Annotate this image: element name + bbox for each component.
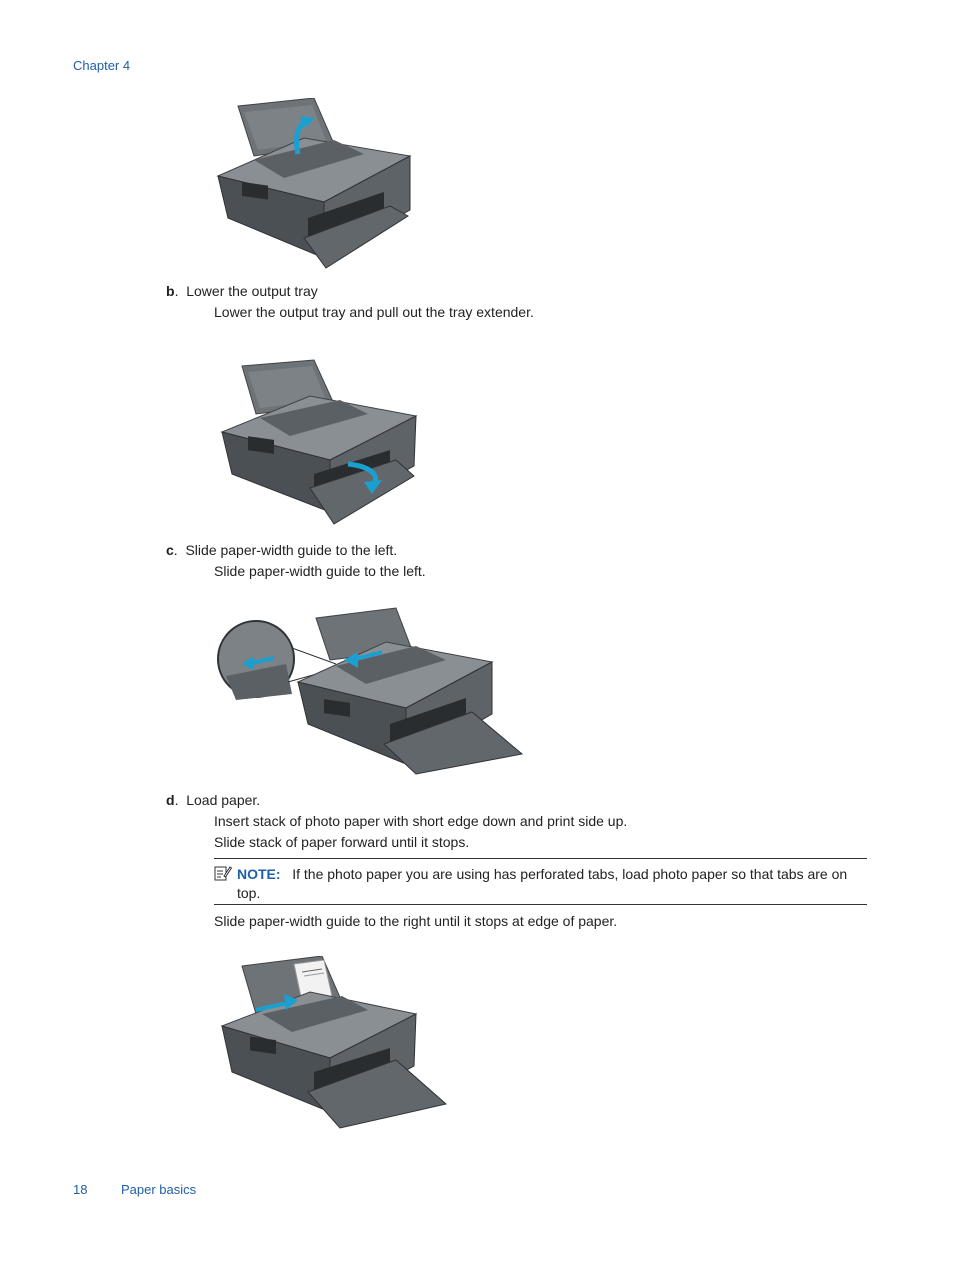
- note-text: If the photo paper you are using has per…: [237, 866, 848, 901]
- step-c: c. Slide paper-width guide to the left.: [166, 542, 398, 558]
- step-b-title: Lower the output tray: [186, 283, 318, 299]
- note-label: NOTE:: [237, 866, 281, 882]
- step-c-title: Slide paper-width guide to the left.: [185, 542, 398, 558]
- step-d-line-2: Slide stack of paper forward until it st…: [214, 834, 470, 850]
- printer-illustration-guide-left: [217, 607, 524, 775]
- footer-section-title: Paper basics: [121, 1182, 197, 1197]
- step-c-line-1: Slide paper-width guide to the left.: [214, 563, 426, 579]
- printer-illustration-input-tray: [216, 98, 412, 269]
- chapter-header: Chapter 4: [73, 58, 131, 73]
- step-d-line-1: Insert stack of photo paper with short e…: [214, 813, 628, 829]
- step-b-line-1: Lower the output tray and pull out the t…: [214, 304, 534, 320]
- printer-illustration-load-paper: [220, 956, 448, 1129]
- note-content: NOTE: If the photo paper you are using h…: [237, 865, 867, 903]
- note-bottom-rule: [214, 904, 867, 905]
- note-icon: [214, 866, 232, 881]
- note-top-rule: [214, 858, 867, 859]
- step-b: b. Lower the output tray: [166, 283, 318, 299]
- after-note-text: Slide paper-width guide to the right unt…: [214, 913, 618, 929]
- step-d-title: Load paper.: [186, 792, 261, 808]
- page-number: 18: [73, 1182, 88, 1197]
- printer-illustration-output-tray: [220, 359, 418, 525]
- step-d: d. Load paper.: [166, 792, 261, 808]
